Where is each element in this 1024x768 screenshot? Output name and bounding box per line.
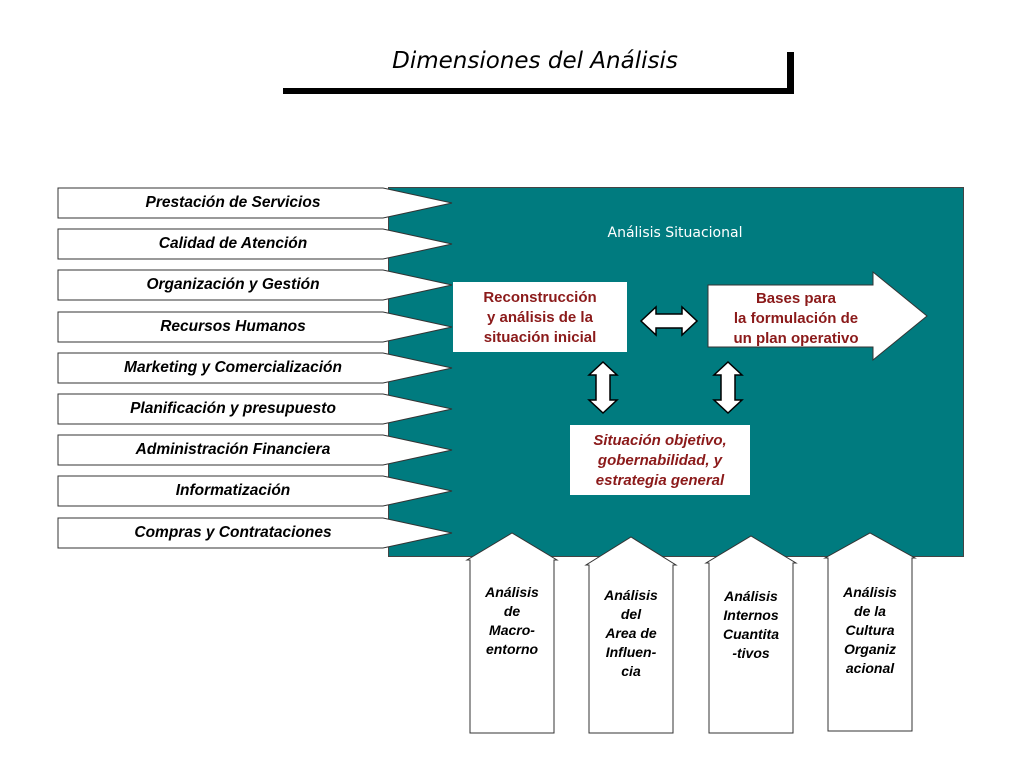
bottom-arrow-shape <box>465 532 559 734</box>
reconstruction-text: Reconstrucción y análisis de la situació… <box>483 289 597 346</box>
bottom-arrow-shape <box>704 535 798 734</box>
left-arrow-shape <box>57 352 453 384</box>
bases-arrow-shape <box>707 270 928 362</box>
left-arrow-shape <box>57 434 453 466</box>
left-arrow-label: Planificación y presupuesto <box>130 400 336 417</box>
left-arrow-shape <box>57 187 453 219</box>
title-underline <box>283 88 794 94</box>
left-arrow-shape <box>57 517 453 549</box>
bases-text: Bases para la formulación de un plan ope… <box>733 290 859 347</box>
double-arrow-vertical-right <box>712 360 744 415</box>
bottom-arrow-label: Análisis de Macro- entorno <box>485 584 539 657</box>
situation-objective-box: Situación objetivo, gobernabilidad, y es… <box>570 425 750 495</box>
left-arrow-shape <box>57 393 453 425</box>
left-arrow-shape <box>57 269 453 301</box>
situational-analysis-label: Análisis Situacional <box>607 225 743 241</box>
left-arrow-label: Prestación de Servicios <box>145 194 321 211</box>
left-arrow-label: Administración Financiera <box>135 441 331 458</box>
page-title: Dimensiones del Análisis <box>392 48 678 74</box>
left-arrow-shape <box>57 475 453 507</box>
bottom-arrow-label: Análisis del Area de Influen- cia <box>604 587 658 679</box>
left-arrow-shape <box>57 228 453 260</box>
left-arrow-label: Compras y Contrataciones <box>134 524 332 541</box>
bottom-arrow-shape <box>823 532 917 732</box>
title-corner-bar <box>787 52 794 94</box>
left-arrow-label: Marketing y Comercialización <box>124 359 342 376</box>
double-arrow-horizontal <box>639 305 699 337</box>
reconstruction-box: Reconstrucción y análisis de la situació… <box>453 282 627 352</box>
left-arrow-label: Informatización <box>175 482 291 499</box>
double-arrow-vertical-left <box>587 360 619 415</box>
left-arrow-label: Recursos Humanos <box>160 318 306 335</box>
situation-objective-text: Situación objetivo, gobernabilidad, y es… <box>593 432 727 489</box>
left-arrow-shape <box>57 311 453 343</box>
bottom-arrow-shape <box>584 536 678 734</box>
bottom-arrow-label: Análisis Internos Cuantita -tivos <box>723 588 779 661</box>
left-arrow-label: Calidad de Atención <box>158 235 308 252</box>
situational-analysis-panel <box>388 187 964 557</box>
left-arrow-label: Organización y Gestión <box>146 276 320 293</box>
bottom-arrow-label: Análisis de la Cultura Organiz acional <box>843 584 897 676</box>
